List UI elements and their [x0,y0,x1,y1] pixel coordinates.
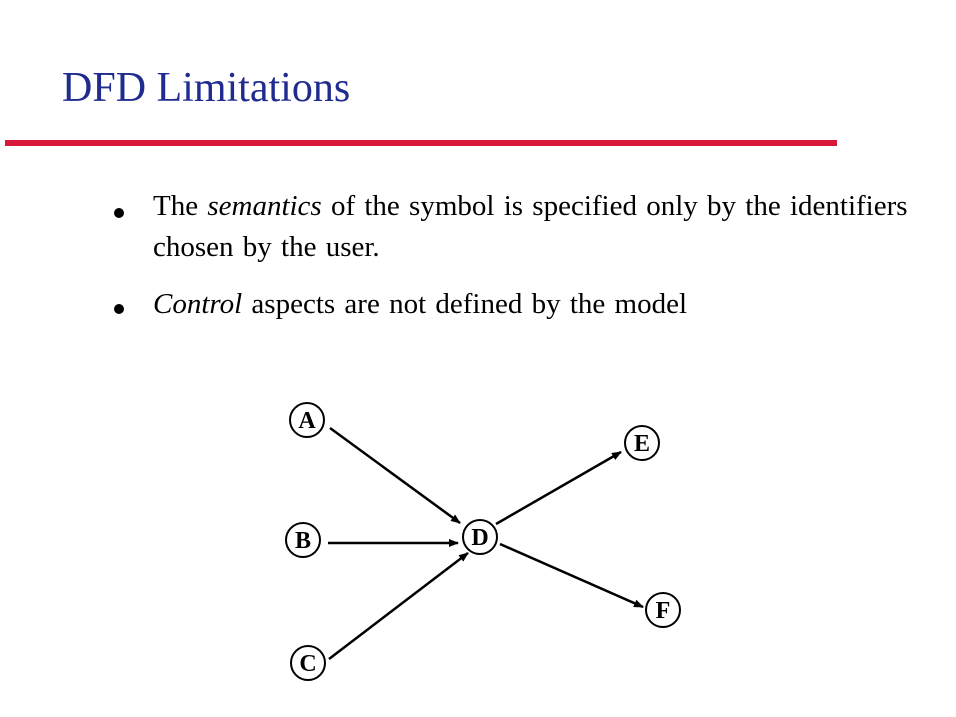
node-c-label: C [299,651,316,677]
edge-d-to-e [495,450,622,526]
node-e-circle [624,425,660,461]
node-e-label: E [634,431,650,457]
bullet-1-before: The [153,190,208,222]
slide-title: DFD Limitations [62,65,351,111]
bullet-2-after: aspects are not defined by the model [242,288,687,320]
bullet-1-emphasis: semantics [207,190,322,222]
edge-d-to-f [499,542,644,609]
node-f: F [645,592,681,628]
node-c: C [290,645,326,681]
node-b-circle [285,522,321,558]
diagram-edges [328,426,644,660]
node-b-label: B [295,528,311,554]
node-a: A [289,402,325,438]
node-a-label: A [298,408,316,434]
node-d: D [462,519,498,555]
bullet-2-emphasis: Control [153,288,243,320]
node-c-circle [290,645,326,681]
node-e: E [624,425,660,461]
bullet-dot-2 [114,304,124,314]
node-d-label: D [471,525,488,551]
edge-a-to-d [329,426,461,525]
bullet-text-2: Control aspects are not defined by the m… [153,284,913,325]
edge-c-to-d [328,552,469,660]
node-b: B [285,522,321,558]
bullet-text-1: The semantics of the symbol is specified… [153,186,913,268]
diagram-nodes: A B C D E F [285,402,681,681]
title-underline [5,140,837,146]
bullet-1-after: of the symbol is specified only by the i… [153,190,908,263]
node-f-label: F [656,598,671,624]
node-f-circle [645,592,681,628]
node-d-circle [462,519,498,555]
node-a-circle [289,402,325,438]
bullet-dot-1 [114,208,124,218]
